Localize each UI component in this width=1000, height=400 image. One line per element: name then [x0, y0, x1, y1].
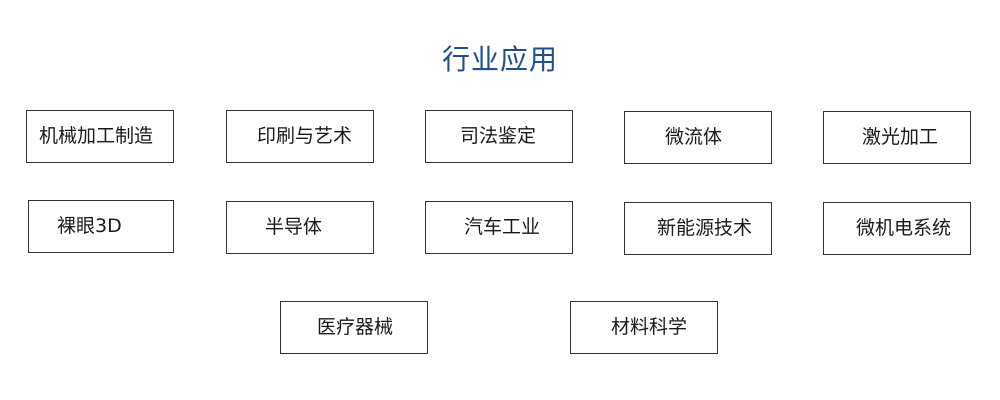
industry-box-semiconductor: 半导体 [226, 201, 374, 254]
industry-box-laser-processing: 激光加工 [823, 111, 971, 164]
diagram-title: 行业应用 [441, 43, 558, 76]
industry-box-materials-science: 材料科学 [570, 301, 718, 354]
industry-box-new-energy: 新能源技术 [624, 202, 772, 255]
industry-box-automotive: 汽车工业 [425, 201, 573, 254]
industry-box-medical-devices: 医疗器械 [280, 301, 428, 354]
industry-box-forensics: 司法鉴定 [425, 110, 573, 163]
industry-box-mems: 微机电系统 [823, 202, 971, 255]
industry-box-naked-eye-3d: 裸眼3D [28, 200, 174, 253]
industry-box-machining: 机械加工制造 [26, 110, 174, 163]
industry-box-printing-art: 印刷与艺术 [226, 110, 374, 163]
industry-box-microfluidics: 微流体 [624, 111, 772, 164]
